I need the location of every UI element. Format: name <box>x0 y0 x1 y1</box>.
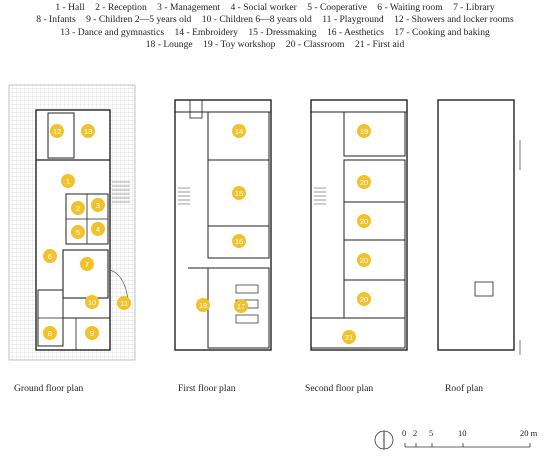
room-marker-label: 11 <box>120 299 128 308</box>
room-marker-label: 8 <box>48 329 52 338</box>
room-marker-label: 10 <box>88 298 96 307</box>
room-marker <box>357 253 371 267</box>
room-marker <box>232 186 246 200</box>
room-marker-label: 4 <box>96 225 100 234</box>
room-marker-label: 12 <box>53 127 61 136</box>
room-marker <box>91 222 105 236</box>
room-marker-label: 21 <box>345 333 353 342</box>
room-marker-label: 20 <box>360 256 368 265</box>
legend-item: 10 - Children 6—8 years old <box>201 14 312 26</box>
room-marker <box>43 326 57 340</box>
scale-label: 5 <box>429 428 434 438</box>
room-marker-label: 16 <box>235 237 243 246</box>
room-marker <box>61 174 75 188</box>
legend-row: 1 - Hall 2 - Reception 3 - Management 4 … <box>0 2 550 14</box>
room-marker <box>232 124 246 138</box>
room-marker <box>91 198 105 212</box>
legend-item: 20 - Classroom <box>285 39 345 51</box>
room-marker <box>357 175 371 189</box>
room-marker-label: 13 <box>84 127 92 136</box>
second-floor-caption: Second floor plan <box>305 383 374 394</box>
room-marker <box>50 124 64 138</box>
room-marker <box>117 296 131 310</box>
roof-plan <box>437 99 521 355</box>
ground-floor-plan <box>8 84 136 361</box>
legend-item: 21 - First aid <box>354 39 405 51</box>
first-floor-plan <box>174 99 272 351</box>
scale-label: 0 <box>402 428 407 438</box>
room-marker-label: 3 <box>96 201 100 210</box>
legend-item: 2 - Reception <box>95 2 147 13</box>
legend-row: 8 - Infants 9 - Children 2—5 years old 1… <box>0 14 550 26</box>
legend-item: 11 - Playground <box>322 14 384 26</box>
legend-row: 18 - Lounge 19 - Toy workshop 20 - Class… <box>0 39 550 51</box>
scale-label: 20 m <box>520 428 538 438</box>
room-marker <box>357 214 371 228</box>
room-marker <box>357 124 371 138</box>
room-marker-label: 5 <box>76 228 80 237</box>
legend-item: 16 - Aesthetics <box>326 26 384 38</box>
legend-item: 7 - Library <box>453 2 495 13</box>
legend: 1 - Hall 2 - Reception 3 - Management 4 … <box>0 2 550 52</box>
room-marker-label: 1 <box>66 177 70 186</box>
scale-label: 10 <box>458 428 467 438</box>
room-marker-label: 6 <box>48 252 52 261</box>
room-marker <box>342 330 356 344</box>
room-marker <box>85 326 99 340</box>
room-marker <box>234 299 248 313</box>
room-marker <box>43 249 57 263</box>
room-marker <box>232 234 246 248</box>
legend-item: 4 - Social worker <box>230 2 297 13</box>
room-marker-label: 20 <box>360 295 368 304</box>
legend-item: 1 - Hall <box>55 2 85 13</box>
legend-item: 17 - Cooking and baking <box>394 26 490 38</box>
legend-item: 3 - Management <box>157 2 221 13</box>
room-marker-label: 15 <box>235 189 243 198</box>
scale-label: 2 <box>413 428 418 438</box>
legend-item: 12 - Showers and locker rooms <box>394 14 514 26</box>
legend-item: 15 - Dressmaking <box>248 26 317 38</box>
room-marker <box>357 292 371 306</box>
room-marker-label: 20 <box>360 217 368 226</box>
room-marker <box>85 295 99 309</box>
legend-item: 19 - Toy workshop <box>203 39 276 51</box>
room-marker-label: 20 <box>360 178 368 187</box>
room-marker-label: 18 <box>199 301 207 310</box>
room-marker <box>81 124 95 138</box>
legend-item: 14 - Embroidery <box>174 26 238 38</box>
room-marker <box>196 298 210 312</box>
room-marker-label: 17 <box>237 302 245 311</box>
second-floor-plan <box>310 99 408 351</box>
room-marker-label: 14 <box>235 127 243 136</box>
room-marker-label: 2 <box>76 204 80 213</box>
room-marker-label: 7 <box>85 260 89 269</box>
legend-item: 6 - Waiting room <box>377 2 443 13</box>
legend-item: 5 - Cooperative <box>307 2 367 13</box>
legend-item: 13 - Dance and gymnastics <box>60 26 165 38</box>
room-marker <box>71 225 85 239</box>
room-marker <box>71 201 85 215</box>
scale-bar <box>374 430 531 450</box>
legend-row: 13 - Dance and gymnastics 14 - Embroider… <box>0 27 550 39</box>
room-marker-label: 9 <box>90 329 94 338</box>
first-floor-caption: First floor plan <box>178 383 236 394</box>
legend-item: 18 - Lounge <box>145 39 193 51</box>
ground-floor-caption: Ground floor plan <box>14 383 84 394</box>
legend-item: 8 - Infants <box>36 14 76 26</box>
legend-item: 9 - Children 2—5 years old <box>86 14 192 26</box>
room-marker-label: 19 <box>360 127 368 136</box>
roof-caption: Roof plan <box>445 383 484 394</box>
room-marker <box>80 257 94 271</box>
